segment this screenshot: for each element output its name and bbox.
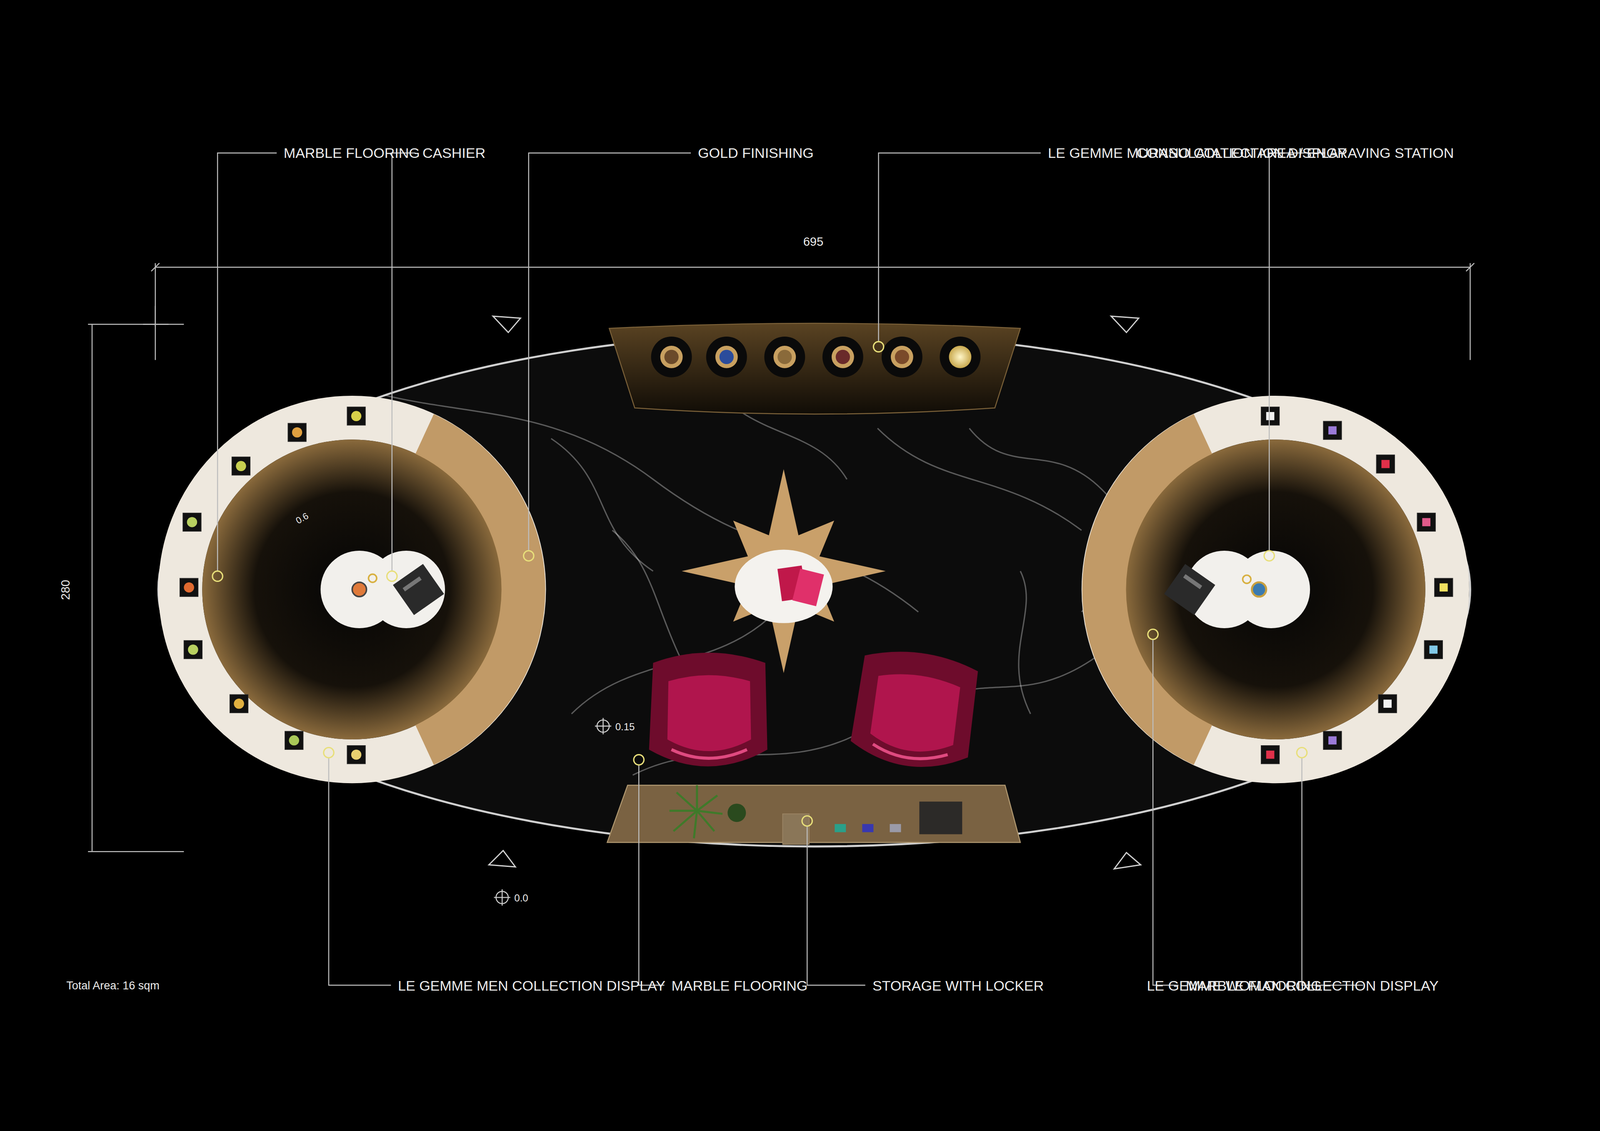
dimension-label: 0.15 — [615, 720, 635, 733]
men-display-ring — [180, 407, 546, 765]
woman-display-ring — [1082, 407, 1453, 765]
level-symbol — [494, 717, 612, 906]
storage-unit — [607, 785, 1021, 845]
catalogue — [777, 565, 825, 607]
callout-label: CASHIER — [422, 143, 486, 163]
leader-lines — [217, 152, 1363, 986]
armchair — [649, 652, 768, 767]
callout-label: LE GEMME WOMAN COLLECTION DISPLAY — [1146, 976, 1596, 996]
dimension-label: 0.0 — [514, 891, 528, 905]
callout-marker — [212, 341, 1308, 827]
coffee-table — [734, 550, 833, 624]
dimension-lines — [87, 263, 1475, 853]
entrance-marker — [488, 316, 1141, 870]
dimension-label: 280 — [57, 579, 74, 600]
murano-pieces — [651, 336, 981, 378]
armchair — [848, 645, 982, 775]
callout-label: CONSULATATION AREA / ENGRAVING STATION — [1136, 143, 1596, 163]
dimension-label: 0.6 — [293, 510, 311, 527]
callout-label: GOLD FINISHING — [697, 143, 814, 163]
callout-label: MARBLE FLOORING — [671, 976, 906, 996]
dimension-label: Total Area: 16 sqm — [66, 978, 160, 993]
gold-star-inlay — [681, 469, 886, 674]
dimension-label: 695 — [803, 233, 824, 250]
murano-display — [609, 323, 1021, 415]
callout-label: STORAGE WITH LOCKER — [872, 976, 1044, 996]
